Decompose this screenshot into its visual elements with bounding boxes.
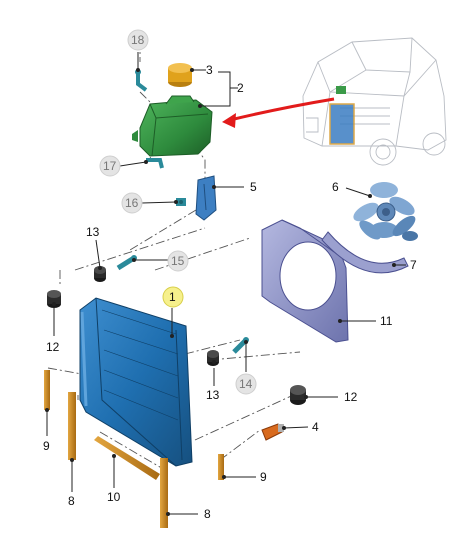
callout-6: 6 xyxy=(332,180,339,194)
callout-17-badge xyxy=(99,155,121,177)
callout-5: 5 xyxy=(250,180,257,194)
callout-15: 15 xyxy=(171,254,185,268)
callout-12-left: 12 xyxy=(46,340,60,354)
callout-9-right: 9 xyxy=(260,470,267,484)
callout-14-label: 14 xyxy=(239,377,253,391)
brace-9-right xyxy=(218,454,224,480)
callout-3: 3 xyxy=(206,63,213,77)
mount-12-left xyxy=(47,290,61,308)
callout-9-left: 9 xyxy=(43,439,50,453)
callout-12-right: 12 xyxy=(344,390,358,404)
cooling-fan xyxy=(353,182,418,241)
callout-18: 18 xyxy=(131,33,145,47)
tank-bracket xyxy=(195,175,217,221)
callout-13-lower: 13 xyxy=(206,388,220,402)
hose-fitting-17 xyxy=(146,158,164,169)
brace-10 xyxy=(94,436,160,480)
callout-13-upper: 13 xyxy=(86,225,100,239)
callout-2: 2 xyxy=(237,81,244,95)
callout-11: 11 xyxy=(380,314,393,328)
fan-shroud xyxy=(261,219,349,343)
callout-10: 10 xyxy=(107,490,121,504)
grommet-13-upper xyxy=(94,266,106,282)
radiator xyxy=(79,297,193,467)
callout-7: 7 xyxy=(410,258,417,272)
shroud-ring xyxy=(321,231,409,274)
hose-fitting-16 xyxy=(176,198,186,206)
callout-17: 17 xyxy=(103,159,117,173)
assembly-dash-lines xyxy=(47,40,301,471)
mount-12-right xyxy=(290,385,306,405)
callout-1-badge xyxy=(162,286,184,308)
callout-4: 4 xyxy=(312,420,319,434)
filler-cap xyxy=(168,63,192,87)
callout-15-badge xyxy=(167,250,189,272)
hose-fitting-14 xyxy=(232,337,249,354)
callout-14-badge xyxy=(235,373,257,395)
brace-8-right xyxy=(160,458,168,528)
callout-16: 16 xyxy=(125,196,139,210)
expansion-tank xyxy=(132,95,213,157)
callout-16-badge xyxy=(121,192,143,214)
callout-8-right: 8 xyxy=(204,507,211,521)
hose-fitting-18 xyxy=(135,69,148,92)
callout-18-badge xyxy=(127,29,149,51)
brace-8-left xyxy=(68,392,76,460)
brace-9-left xyxy=(44,370,50,410)
location-arrow xyxy=(222,97,335,128)
callout-1: 1 xyxy=(169,290,176,304)
callout-8-left: 8 xyxy=(68,494,75,508)
leader-lines xyxy=(45,52,406,516)
vehicle-locator-illustration xyxy=(302,37,447,166)
connector-4 xyxy=(261,423,284,441)
